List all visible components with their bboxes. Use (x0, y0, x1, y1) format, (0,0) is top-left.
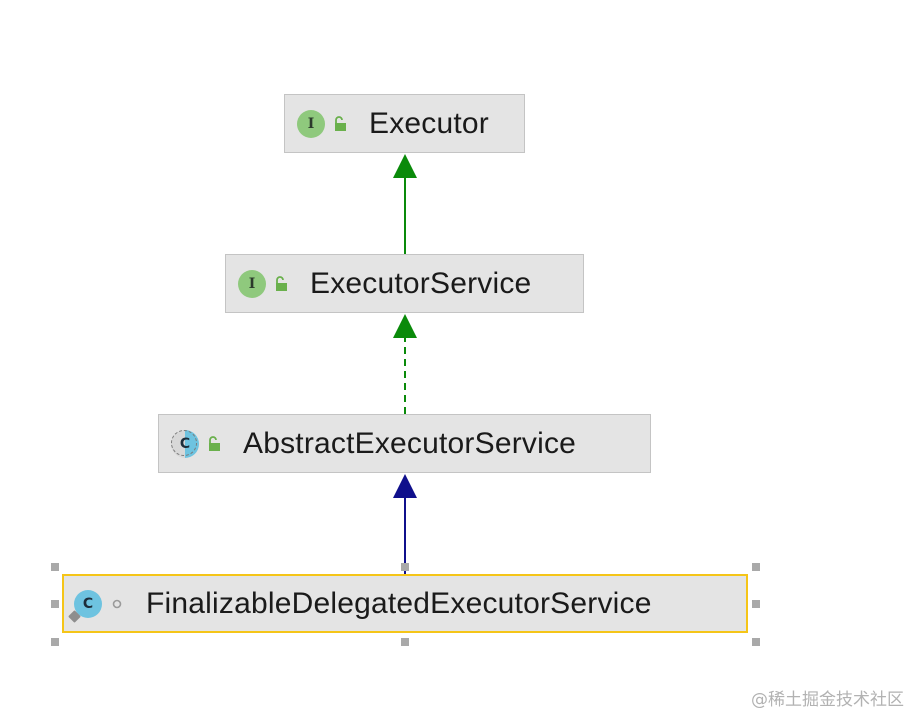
node-abstract-executor-service[interactable]: C AbstractExecutorService (158, 414, 651, 473)
selection-handle-bottom-left[interactable] (51, 638, 59, 646)
selection-handle-top-left[interactable] (51, 563, 59, 571)
arrowhead-abstractexecutorservice (393, 474, 417, 498)
node-executor[interactable]: I Executor (284, 94, 525, 153)
node-finalizable-delegated-executor-service[interactable]: C FinalizableDelegatedExecutorService (62, 574, 748, 633)
watermark: @稀土掘金技术社区 (751, 690, 904, 710)
arrowhead-executor (393, 154, 417, 178)
selection-handle-top-center[interactable] (401, 563, 409, 571)
selection-handle-bottom-right[interactable] (752, 638, 760, 646)
unlocked-lock-icon (209, 435, 220, 451)
package-private-circle-icon (112, 599, 122, 608)
node-label: Executor (369, 106, 489, 140)
interface-icon: I (297, 109, 325, 138)
selection-handle-middle-left[interactable] (51, 600, 59, 608)
abstract-class-icon: C (171, 429, 199, 458)
node-label: FinalizableDelegatedExecutorService (146, 586, 652, 620)
interface-icon: I (238, 269, 266, 298)
node-label: ExecutorService (310, 266, 532, 300)
arrowhead-executorservice (393, 314, 417, 338)
selection-handle-top-right[interactable] (752, 563, 760, 571)
selection-handle-middle-right[interactable] (752, 600, 760, 608)
final-pin-icon (68, 609, 81, 623)
unlocked-lock-icon (276, 275, 287, 291)
class-icon: C (68, 589, 102, 623)
node-executor-service[interactable]: I ExecutorService (225, 254, 584, 313)
selection-handle-bottom-center[interactable] (401, 638, 409, 646)
node-label: AbstractExecutorService (243, 426, 577, 460)
unlocked-lock-icon (335, 115, 346, 131)
